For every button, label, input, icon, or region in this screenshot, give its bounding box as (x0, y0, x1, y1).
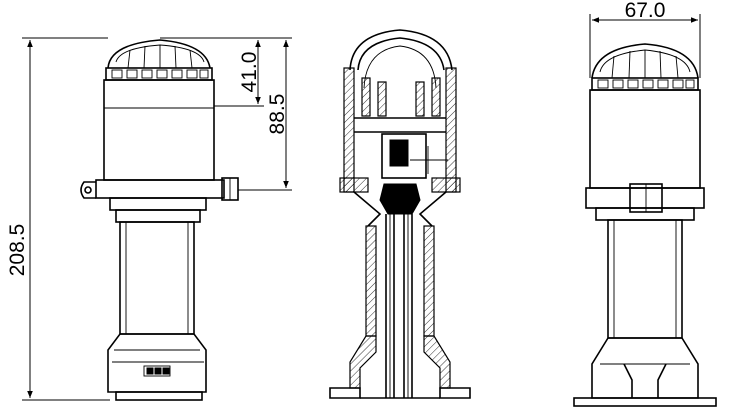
dim-label-width: 67.0 (625, 0, 666, 22)
dim-label-head-height: 88.5 (266, 94, 289, 135)
dimension-dome-height: 41.0 (160, 37, 292, 107)
dimension-width: 67.0 (589, 0, 701, 78)
dimension-head-height: 88.5 (238, 40, 292, 191)
dim-label-overall-height: 208.5 (6, 224, 29, 277)
dimension-overall-height: 208.5 (6, 37, 110, 401)
dim-label-dome-height: 41.0 (238, 52, 261, 93)
side-view (573, 43, 717, 407)
front-view (80, 39, 239, 401)
section-view (329, 29, 471, 399)
